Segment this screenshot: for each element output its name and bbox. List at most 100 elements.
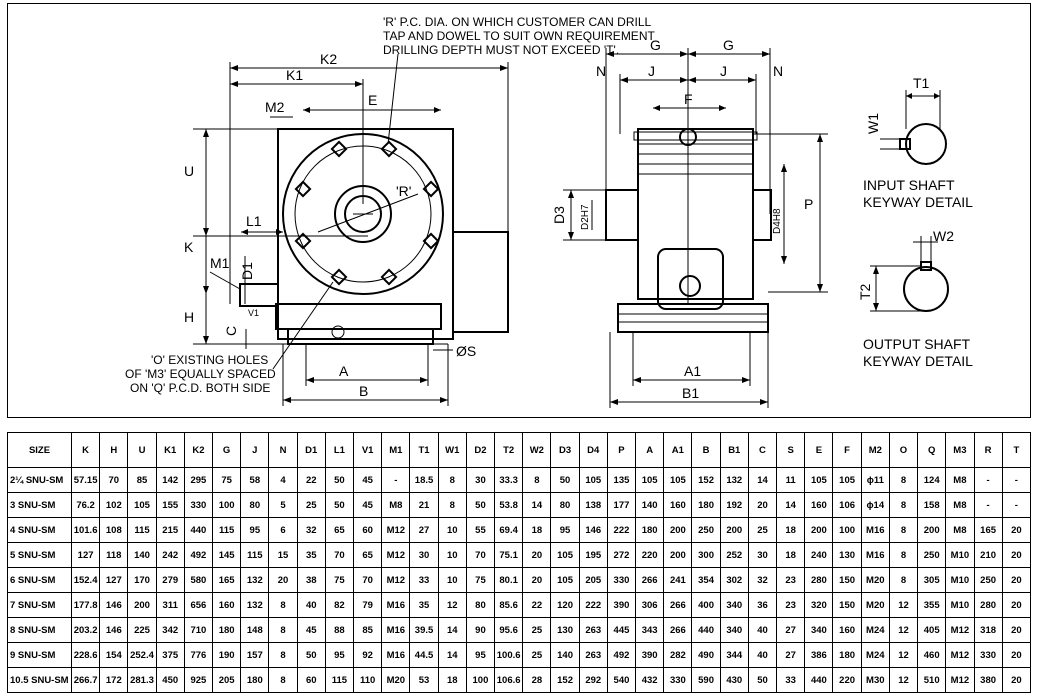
table-cell: 53.8 [494,492,524,518]
table-cell: M12 [381,517,411,543]
table-cell: 252.4 [127,642,157,668]
table-cell: M20 [860,567,890,593]
table-cell: 266 [635,567,665,593]
table-cell: 105 [550,542,580,568]
column-header: P [606,432,637,468]
column-header: B [691,432,721,468]
table-cell: 18.5 [409,467,439,493]
table-cell: 200 [127,592,157,618]
table-cell: 306 [635,592,665,618]
table-cell: 170 [127,567,157,593]
table-cell: 135 [606,467,637,493]
table-cell: 69.4 [494,517,524,543]
table-cell: 177 [606,492,637,518]
table-cell: 10.5 SNU-SM [7,667,72,693]
table-cell: 20 [1001,642,1032,668]
table-cell: 152 [550,667,580,693]
column-header: L1 [324,432,355,468]
dim-j-left: J [648,63,655,79]
table-cell: M8 [945,467,975,493]
table-cell: ϕ11 [860,467,890,493]
dim-w1: W1 [865,113,881,134]
table-cell: 138 [578,492,608,518]
table-cell: 205 [212,667,242,693]
column-header: V1 [353,432,383,468]
side-view: G G J J N N F [551,37,828,408]
table-cell: 118 [99,542,129,568]
table-cell: 105 [550,567,580,593]
table-cell: 8 [437,467,467,493]
table-cell: - [1001,492,1032,518]
dim-e: E [368,92,377,108]
table-cell: 25 [522,617,552,643]
table-cell: 776 [183,642,214,668]
column-header: D4 [578,432,608,468]
drawing-panel: K2 K1 E M2 U K H L1 M1 [7,3,1031,418]
table-cell: 85 [127,467,157,493]
table-cell: 155 [155,492,185,518]
table-cell: 22 [522,592,552,618]
table-cell: 95 [465,642,496,668]
table-cell: 263 [578,617,608,643]
table-cell: M12 [945,667,975,693]
dim-d3: D3 [551,206,567,224]
table-cell: 8 [437,492,467,518]
table-cell: 132 [240,592,270,618]
column-header: T1 [409,432,439,468]
note-holes-2: OF 'M3' EQUALLY SPACED [125,367,276,381]
table-cell: 28 [522,667,552,693]
table-cell: 95 [240,517,270,543]
table-cell: 21 [409,492,439,518]
note-rpcd-3: DRILLING DEPTH MUST NOT EXCEED 'T'. [383,43,619,57]
table-cell: 115 [127,517,157,543]
table-cell: 318 [973,617,1003,643]
table-cell: 18 [776,542,806,568]
table-cell: 75 [212,467,242,493]
table-cell: 85.6 [494,592,524,618]
table-cell: 70 [353,567,383,593]
table-cell: 27 [776,642,806,668]
table-cell: 14 [437,642,467,668]
table-cell: 36 [747,592,778,618]
table-cell: M12 [381,542,411,568]
table-cell: 80.1 [494,567,524,593]
table-cell: 60 [296,667,326,693]
table-cell: 250 [973,567,1003,593]
table-cell: 220 [832,667,862,693]
dim-k2: K2 [320,51,337,67]
dim-r: 'R' [396,183,411,199]
table-cell: 15 [268,542,298,568]
table-cell: 250 [691,517,721,543]
table-cell: 311 [155,592,185,618]
table-cell: 272 [606,542,637,568]
dim-v1: V1 [248,308,259,318]
table-cell: 4 [268,467,298,493]
table-cell: M16 [381,592,411,618]
table-cell: 344 [719,642,749,668]
table-cell: 165 [973,517,1003,543]
table-cell: 100 [832,517,862,543]
table-cell: 146 [578,517,608,543]
table-cell: 177.8 [70,592,101,618]
table-cell: 120 [550,592,580,618]
input-label-2: KEYWAY DETAIL [863,194,973,210]
output-label-1: OUTPUT SHAFT [863,336,971,352]
dim-d4: D4H8 [772,208,783,234]
table-cell: 320 [804,592,834,618]
table-cell: 305 [917,567,947,593]
table-cell: 70 [324,542,355,568]
table-cell: 145 [212,542,242,568]
table-cell: 180 [635,517,665,543]
table-cell: 190 [212,642,242,668]
table-cell: 355 [917,592,947,618]
table-cell: 20 [1001,617,1032,643]
table-cell: 115 [240,542,270,568]
table-cell: 75 [465,567,496,593]
gearbox-diagram: K2 K1 E M2 U K H L1 M1 [125,15,973,408]
table-cell: 32 [747,567,778,593]
table-cell: 20 [1001,567,1032,593]
column-header: W1 [437,432,467,468]
